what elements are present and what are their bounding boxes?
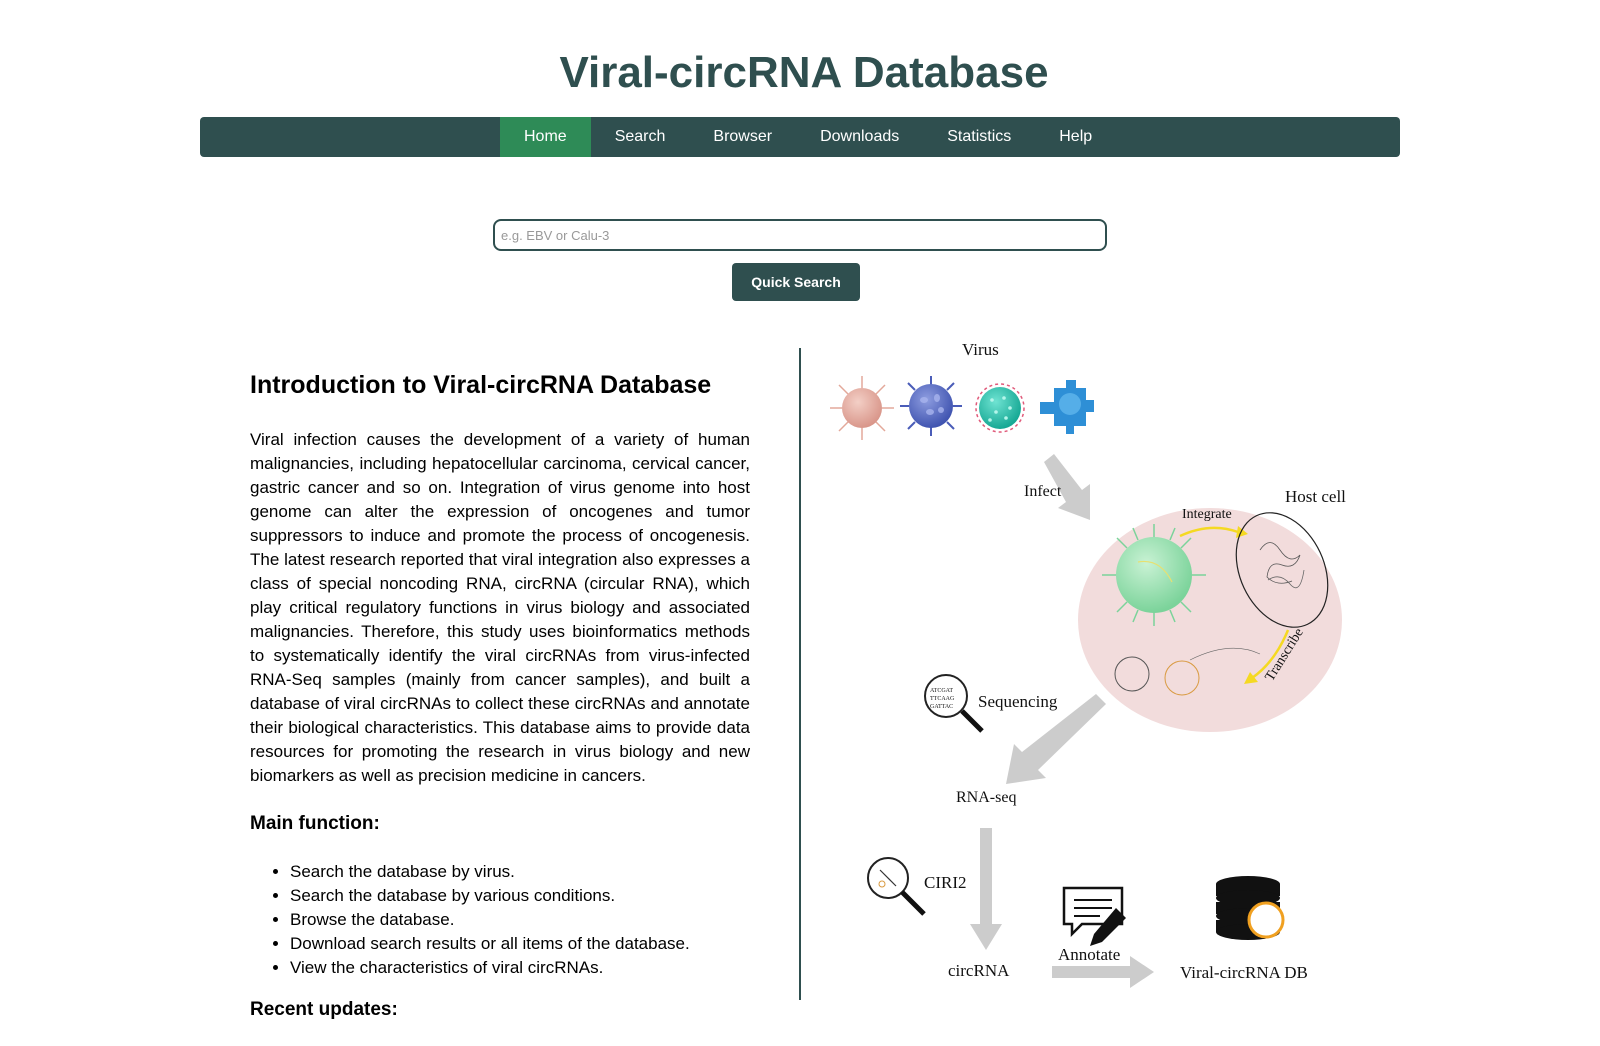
function-item: Search the database by virus. — [290, 860, 750, 884]
infect-arrow — [1044, 454, 1090, 520]
function-list: Search the database by virus. Search the… — [250, 860, 750, 980]
intro-heading: Introduction to Viral-circRNA Database — [250, 371, 712, 399]
virus-icon — [1040, 380, 1094, 434]
label-infect: Infect — [1024, 483, 1062, 500]
annotate-arrow — [1052, 956, 1154, 988]
svg-text:TTCAAG: TTCAAG — [930, 696, 955, 702]
label-circrna: circRNA — [948, 961, 1010, 980]
sequencing-arrow — [1006, 694, 1106, 784]
rna-seq-arrow — [970, 828, 1002, 950]
annotate-icon — [1062, 886, 1126, 946]
nav-item-statistics[interactable]: Statistics — [947, 128, 1012, 145]
label-virus: Virus — [962, 340, 999, 359]
sequencing-magnifier-icon: ATCGAT TTCAAG GATTAC — [924, 674, 984, 733]
site-title: Viral-circRNA Database — [559, 48, 1049, 97]
svg-text:GATTAC: GATTAC — [930, 704, 953, 710]
quick-search-input[interactable] — [493, 219, 1107, 251]
label-ciri2: CIRI2 — [924, 873, 967, 892]
svg-text:ATCGAT: ATCGAT — [930, 688, 953, 694]
function-item: View the characteristics of viral circRN… — [290, 956, 750, 980]
label-integrate: Integrate — [1182, 507, 1232, 522]
recent-updates-heading: Recent updates: — [250, 999, 398, 1020]
nucleus — [1235, 512, 1329, 628]
function-item: Browse the database. — [290, 908, 750, 932]
transcribe-arrow — [1251, 629, 1290, 680]
main-function-heading: Main function: — [250, 813, 380, 834]
label-db: Viral-circRNA DB — [1180, 963, 1308, 982]
nav-item-browser[interactable]: Browser — [713, 128, 773, 145]
intro-paragraph: Viral infection causes the development o… — [250, 430, 750, 785]
function-item: Search the database by various condition… — [290, 884, 750, 908]
virus-icon — [830, 376, 894, 440]
nav-item-help[interactable]: Help — [1059, 128, 1093, 145]
quick-search-button[interactable]: Quick Search — [732, 263, 860, 301]
column-divider — [799, 348, 801, 1000]
nav-item-downloads[interactable]: Downloads — [820, 128, 900, 145]
label-host-cell: Host cell — [1285, 487, 1346, 506]
main-navbar: Home Search Browser Downloads Statistics… — [200, 117, 1400, 157]
nav-item-home[interactable]: Home — [500, 117, 591, 157]
nav-item-search[interactable]: Search — [614, 128, 666, 145]
label-annotate: Annotate — [1058, 945, 1120, 964]
host-cell — [1078, 508, 1342, 732]
virus-icon — [975, 383, 1025, 433]
label-sequencing: Sequencing — [978, 692, 1058, 711]
integrate-arrow — [1179, 526, 1239, 538]
intro-section: Introduction to Viral-circRNA Database V… — [250, 368, 750, 1046]
virus-icon — [900, 376, 962, 436]
ciri2-magnifier-icon — [867, 857, 926, 916]
label-rna-seq: RNA-seq — [956, 789, 1016, 806]
virus-in-cell-icon — [1102, 524, 1206, 626]
function-item: Download search results or all items of … — [290, 932, 750, 956]
database-icon — [1216, 876, 1285, 940]
nav-list: Home Search Browser Downloads Statistics… — [500, 117, 1116, 157]
workflow-diagram: Virus — [830, 340, 1346, 988]
